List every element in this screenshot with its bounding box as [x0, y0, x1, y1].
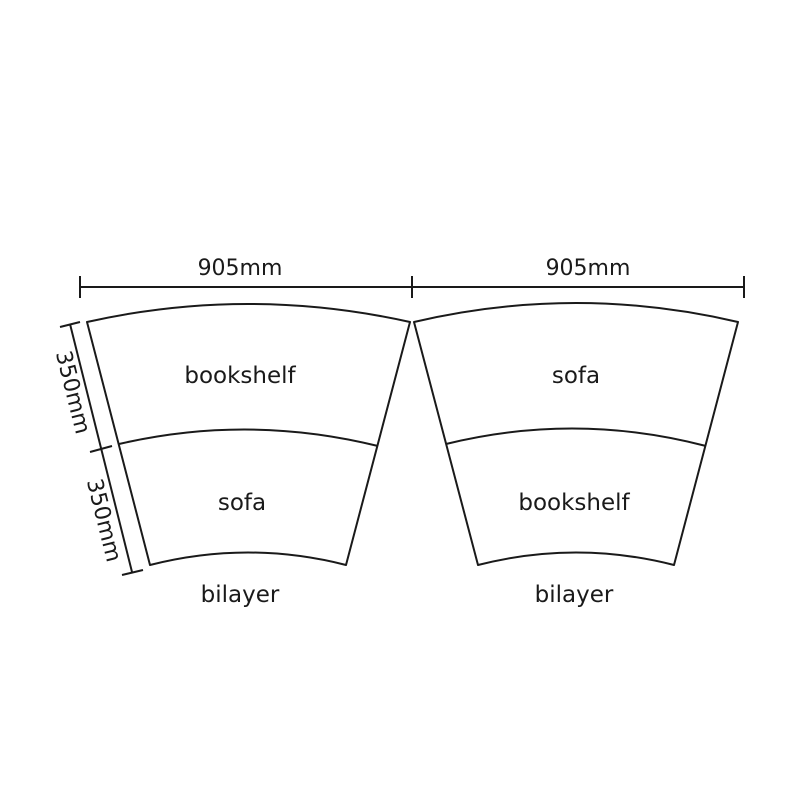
- side-dimension-tick-top: [59, 321, 81, 328]
- top-dimension: 905mm 905mm: [79, 256, 745, 298]
- right-module-caption: bilayer: [535, 582, 614, 608]
- side-dimension-tick-bottom: [121, 569, 144, 576]
- left-width-label: 905mm: [198, 256, 283, 281]
- right-module: sofa bookshelf bilayer: [413, 302, 739, 608]
- left-module-divider: [118, 428, 379, 447]
- right-inner-section-label: bookshelf: [518, 490, 630, 516]
- left-inner-section-label: sofa: [218, 490, 266, 516]
- side-dimension-tick-middle: [89, 445, 113, 453]
- left-outer-section-label: bookshelf: [184, 363, 296, 389]
- left-module-caption: bilayer: [201, 582, 280, 608]
- right-module-outline: [413, 302, 739, 566]
- left-module: bookshelf sofa bilayer: [86, 303, 411, 608]
- right-outer-section-label: sofa: [552, 363, 600, 389]
- right-module-divider: [445, 427, 707, 447]
- left-module-outline: [86, 303, 411, 566]
- right-width-label: 905mm: [546, 256, 631, 281]
